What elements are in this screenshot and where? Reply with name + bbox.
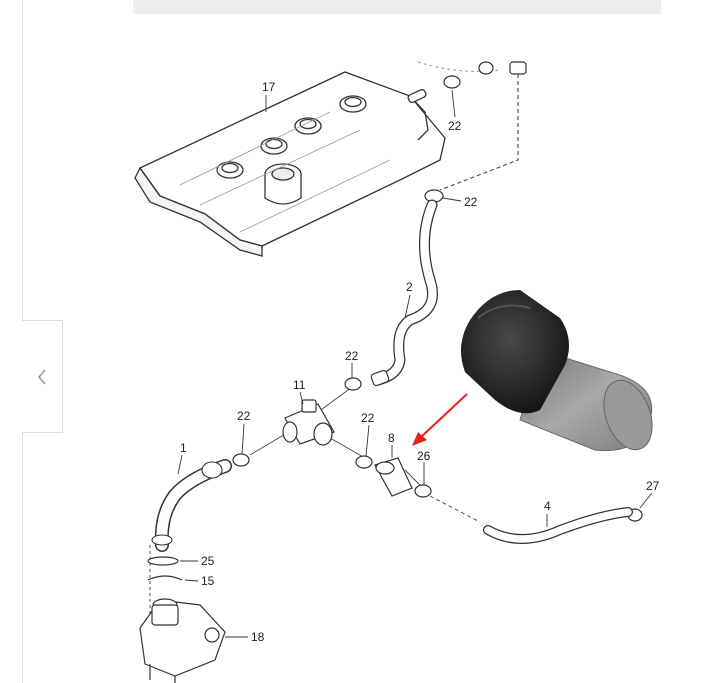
- chevron-left-icon: [37, 368, 46, 385]
- callout-clip-c: 22: [345, 349, 359, 363]
- hose-clips: [232, 369, 643, 522]
- check-valve: [374, 457, 413, 497]
- callout-clip-b: 22: [464, 195, 478, 209]
- callout-clip-f: 26: [417, 449, 431, 463]
- callout-clip-e: 22: [361, 411, 375, 425]
- callout-housing: 18: [251, 630, 265, 644]
- upper-tube: [417, 61, 527, 203]
- lower-assembly: [139, 556, 226, 683]
- highlight-arrow: [412, 393, 468, 446]
- valve-photo: [461, 290, 653, 452]
- callout-tee: 11: [293, 378, 306, 392]
- callout-clip-g: 27: [646, 479, 660, 493]
- callout-valve: 8: [388, 431, 395, 445]
- callout-circlip: 15: [201, 574, 215, 588]
- callout-labels: 17 22 22 2 22 11 22 22 8 26 1 4 27 25 15…: [180, 80, 660, 644]
- valve-cover: [134, 71, 446, 257]
- leader-lines: [177, 89, 653, 638]
- callout-clip-a: 22: [448, 119, 462, 133]
- previous-image-button[interactable]: [22, 320, 63, 433]
- callout-hose-1: 1: [180, 441, 187, 455]
- thumbnail-strip: [133, 0, 661, 14]
- callout-hose-2: 2: [406, 280, 413, 294]
- callout-oring: 25: [201, 554, 215, 568]
- tee-piece: [282, 399, 335, 446]
- callout-clip-d: 22: [237, 409, 251, 423]
- callout-cover: 17: [262, 80, 276, 94]
- callout-hose-4: 4: [544, 499, 551, 513]
